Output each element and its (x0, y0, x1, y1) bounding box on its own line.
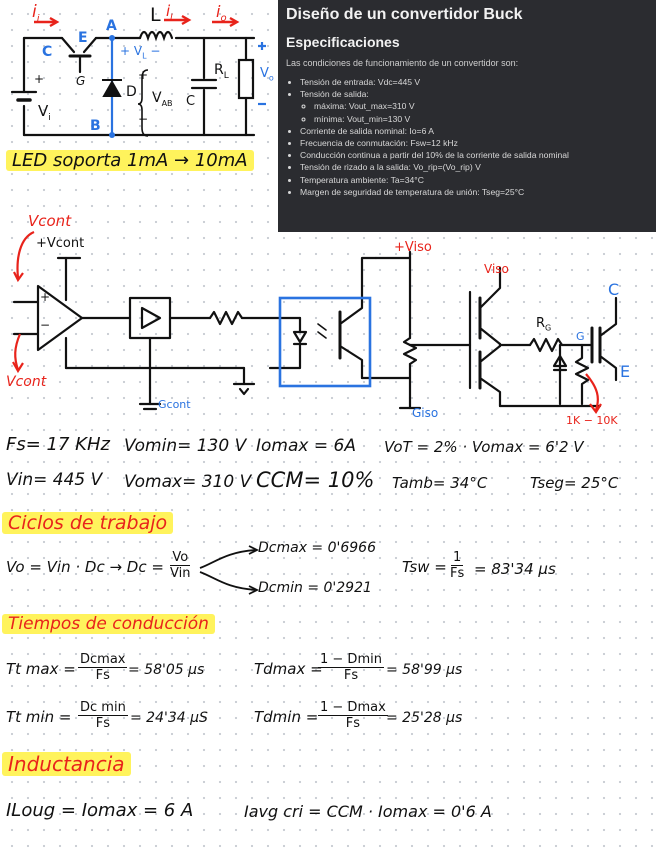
tsw-left: Tsw = (402, 558, 447, 576)
tdmax-left: Tdmax = (254, 660, 323, 678)
ciclos-title: Ciclos de trabajo (2, 512, 174, 534)
g-label: G (576, 330, 585, 343)
spec-panel: Diseño de un convertidor Buck Especifica… (278, 0, 656, 232)
node-c-label: C (42, 44, 53, 60)
buck-circuit-wires (10, 14, 266, 138)
vab-minus: − (138, 112, 149, 126)
driver-circuit-wires (12, 230, 618, 414)
spec-item: Tensión de entrada: Vdc=445 V (300, 76, 648, 88)
giso-label: Giso (412, 406, 439, 420)
load-label: RL (214, 62, 229, 81)
current-in-label: ii (32, 2, 40, 25)
ttmin-left: Tt min = (6, 708, 72, 726)
led-note: LED soporta 1mA → 10mA (6, 150, 254, 171)
cap-label: C (186, 94, 196, 109)
param-tamb: Tamb= 34°C (392, 474, 488, 492)
vcont-red-label: Vcont (28, 212, 72, 230)
spec-item: Margen de seguridad de temperatura de un… (300, 186, 648, 198)
tdmax-right: = 58'99 μs (386, 662, 463, 678)
spec-subitem: máxima: Vout_max=310 V (314, 100, 648, 112)
tdmin-right: = 25'28 μs (386, 710, 463, 726)
param-vin: Vin= 445 V (6, 470, 103, 490)
vo-label: Vo (260, 66, 274, 83)
vi-plus: + (34, 72, 45, 86)
param-vot: VoT = 2% · Vomax = 6'2 V (384, 438, 584, 456)
gcont-label: Gcont (158, 398, 191, 411)
vcont-plus-label: +Vcont (36, 236, 85, 251)
param-vomin: Vomin= 130 V (124, 436, 247, 456)
diode-label: D (126, 84, 137, 100)
spec-item: Corriente de salida nominal: Io=6 A (300, 125, 648, 137)
spec-item: Conducción continua a partir del 10% de … (300, 149, 648, 161)
dcmax: Dcmax = 0'6966 (258, 540, 376, 556)
current-l-label: iL (166, 2, 176, 23)
spec-item: Tensión de salida: máxima: Vout_max=310 … (300, 88, 648, 125)
inductor-label: L (150, 4, 161, 26)
param-ccm: CCM= 10% (256, 468, 375, 492)
current-o-label: io (216, 2, 227, 25)
ciclos-arrows (199, 545, 260, 595)
ciclos-eq: Vo = Vin · Dc → Dc = (6, 558, 164, 576)
vcont-minus-label: Vcont (6, 374, 47, 390)
spec-item: Frecuencia de conmutación: Fsw=12 kHz (300, 137, 648, 149)
spec-intro: Las condiciones de funcionamiento de un … (286, 58, 519, 68)
spec-list: Tensión de entrada: Vdc=445 V Tensión de… (286, 76, 648, 198)
spec-subitem: mínima: Vout_min=130 V (314, 113, 648, 125)
e-label: E (620, 362, 631, 381)
iavg-eq: Iavg cri = CCM · Iomax = 0'6 A (244, 802, 492, 821)
tiempos-title: Tiempos de conducción (2, 614, 215, 634)
node-a-label: A (106, 18, 117, 34)
param-tseg: Tseg= 25°C (530, 474, 619, 492)
rg-label: RG (536, 316, 552, 333)
dcmin: Dcmin = 0'2921 (258, 580, 372, 596)
param-fs: Fs= 17 KHz (6, 434, 110, 455)
node-g-label: G (76, 74, 86, 88)
vi-label: Vi (38, 102, 51, 123)
iloug-eq: ILoug = Iomax = 6 A (6, 800, 194, 821)
ttmin-right: = 24'34 μS (130, 710, 208, 726)
param-vomax: Vomax= 310 V (124, 472, 252, 492)
vab-plus: + (138, 68, 149, 82)
spec-item: Tensión de rizado a la salida: Vo_rip=(V… (300, 161, 648, 173)
tsw-right: = 83'34 μs (474, 560, 556, 578)
resistor-range-label: 1K − 10K (566, 414, 618, 427)
viso-plus-label: +Viso (394, 240, 432, 255)
opamp-plus: + (40, 290, 51, 304)
c-label: C (608, 280, 620, 299)
spec-item: Temperatura ambiente: Ta=34°C (300, 174, 648, 186)
ttmax-right: = 58'05 μs (128, 662, 205, 678)
viso-right-label: Viso (484, 262, 509, 276)
tdmin-left: Tdmin = (254, 708, 319, 726)
ttmax-left: Tt max = (6, 660, 76, 678)
node-b-label: B (90, 118, 101, 134)
vab-label: VAB (152, 90, 173, 108)
vl-label: + VL − (120, 44, 161, 61)
spec-subtitle: Especificaciones (286, 34, 400, 50)
opamp-minus: − (40, 318, 51, 332)
inductancia-title: Inductancia (2, 752, 131, 776)
param-iomax: Iomax = 6A (256, 436, 356, 456)
spec-title: Diseño de un convertidor Buck (286, 6, 523, 23)
node-e-label: E (78, 30, 88, 46)
